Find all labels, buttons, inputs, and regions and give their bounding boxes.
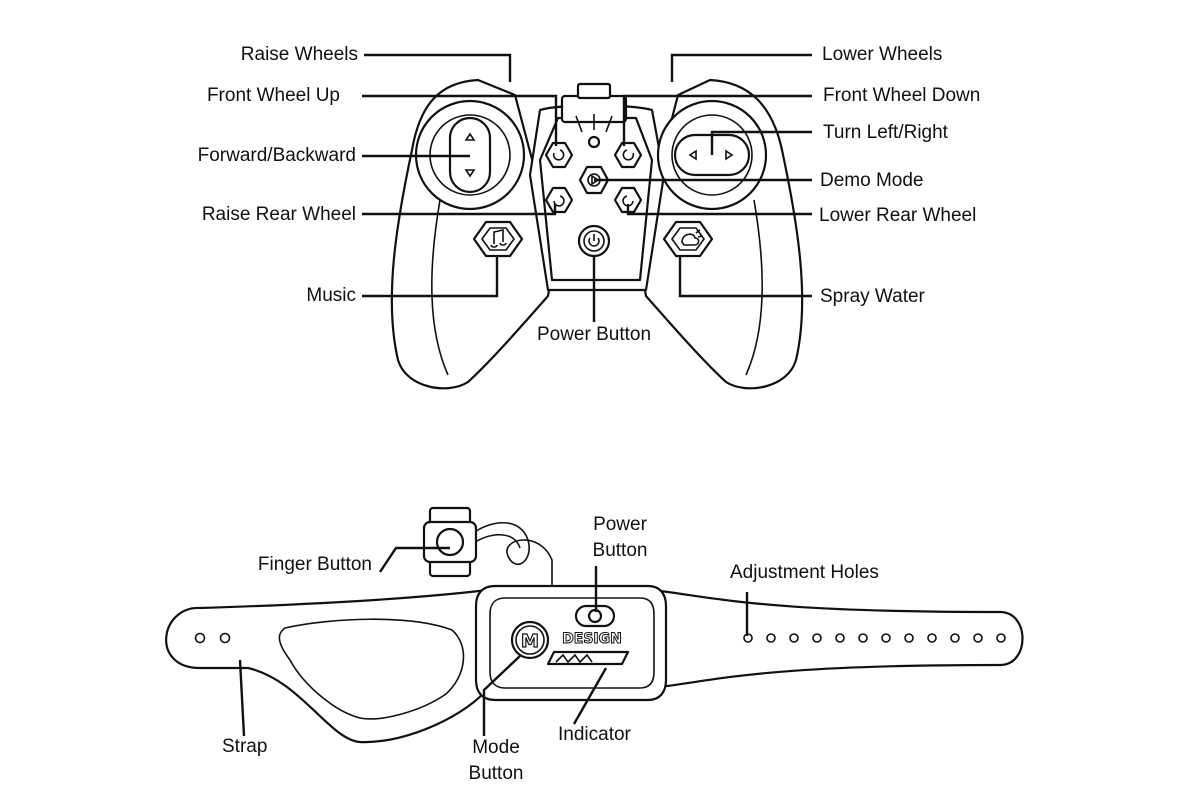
- finger-cable: [471, 522, 553, 586]
- label-watch-power-line2: Button: [592, 540, 648, 561]
- label-raise-wheels: Raise Wheels: [240, 44, 358, 65]
- music-icon: [490, 229, 507, 248]
- remote-controller: [390, 78, 804, 390]
- label-demo-mode: Demo Mode: [820, 170, 924, 191]
- label-music: Music: [306, 285, 356, 306]
- raise-rear-wheel-button[interactable]: [544, 186, 574, 214]
- label-forward-backward: Forward/Backward: [197, 145, 356, 166]
- indicator-strip: [546, 650, 630, 666]
- right-arrow-icon: [725, 149, 734, 161]
- rotate-icon: [622, 149, 635, 161]
- raise-wheels-button[interactable]: [544, 141, 574, 169]
- label-spray-water: Spray Water: [820, 286, 925, 307]
- watch-face: [489, 597, 655, 689]
- spray-water-button[interactable]: [662, 220, 714, 258]
- adjustment-holes[interactable]: [743, 633, 1006, 643]
- down-arrow-icon: [464, 169, 476, 178]
- finger-button[interactable]: [422, 506, 478, 578]
- label-mode-button: Mode Button: [446, 735, 546, 787]
- lower-wheels-button[interactable]: [613, 141, 643, 169]
- status-led: [587, 135, 601, 149]
- power-button[interactable]: [577, 224, 611, 258]
- label-mode-line1: Mode: [472, 737, 520, 758]
- label-watch-power-line1: Power: [593, 514, 647, 535]
- up-arrow-icon: [464, 132, 476, 141]
- label-front-wheel-up: Front Wheel Up: [206, 85, 340, 106]
- label-adjustment-holes: Adjustment Holes: [730, 562, 879, 583]
- wristband-controller: M DESIGN: [165, 506, 1024, 744]
- power-icon: [588, 234, 600, 247]
- rotate-icon: [552, 149, 565, 161]
- label-turn-left-right: Turn Left/Right: [823, 122, 948, 143]
- label-finger-button: Finger Button: [257, 554, 372, 575]
- watch-leader-lines: [238, 546, 749, 737]
- label-power-button: Power Button: [536, 324, 652, 345]
- music-button[interactable]: [472, 220, 524, 258]
- spray-icon: [681, 229, 703, 246]
- rotate-icon: [553, 195, 565, 207]
- rotate-icon: [622, 195, 634, 207]
- label-lower-rear-wheel: Lower Rear Wheel: [819, 205, 977, 226]
- label-raise-rear-wheel: Raise Rear Wheel: [201, 204, 356, 225]
- lower-rear-wheel-button[interactable]: [613, 186, 643, 214]
- left-arrow-icon: [688, 149, 697, 161]
- play-icon: [591, 174, 600, 186]
- label-lower-wheels: Lower Wheels: [822, 44, 943, 65]
- strap-inner-cutout: [278, 618, 465, 720]
- brand-logo-text: DESIGN: [562, 631, 622, 647]
- mode-button[interactable]: M: [510, 620, 550, 660]
- controller-leader-lines: [362, 53, 812, 322]
- watch-body: [474, 584, 668, 702]
- antenna-tab: [576, 82, 612, 100]
- mode-button-letter: M: [521, 631, 539, 652]
- label-strap: Strap: [222, 736, 268, 757]
- label-front-wheel-down: Front Wheel Down: [823, 85, 981, 106]
- label-watch-power-button: Power Button: [568, 512, 672, 564]
- label-mode-line2: Button: [468, 763, 524, 784]
- label-indicator: Indicator: [558, 724, 631, 745]
